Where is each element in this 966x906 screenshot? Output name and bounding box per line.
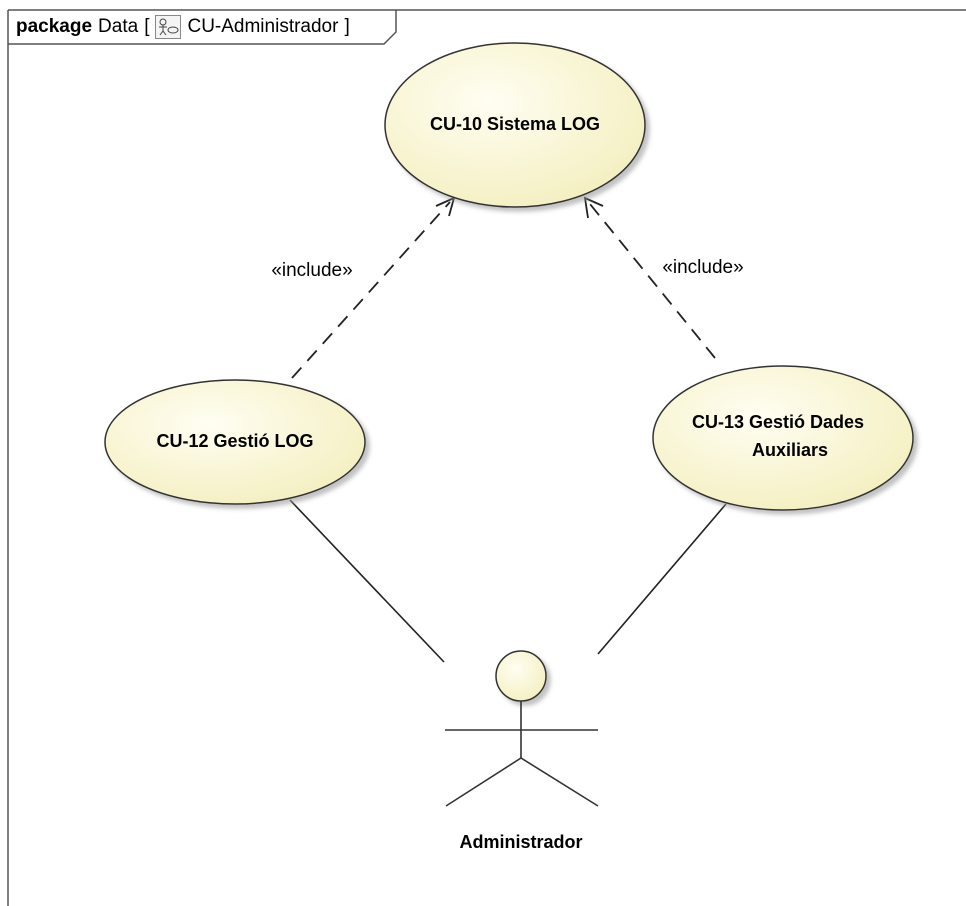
frame-open-bracket: [: [144, 16, 150, 37]
usecase-cu10-label: CU-10 Sistema LOG: [430, 114, 600, 134]
association-cu12-actor[interactable]: [289, 499, 445, 663]
usecase-cu12-label: CU-12 Gestió LOG: [156, 431, 313, 451]
usecase-cu12[interactable]: CU-12 Gestió LOG: [104, 379, 366, 505]
usecase-cu13[interactable]: CU-13 Gestió Dades Auxiliars: [652, 365, 914, 511]
frame-name: Data: [98, 16, 139, 37]
include-label-right: «include»: [662, 257, 743, 278]
frame-keyword: package: [16, 16, 93, 37]
use-case-diagram-icon: [155, 15, 182, 39]
usecase-cu10[interactable]: CU-10 Sistema LOG: [384, 42, 646, 208]
include-label-left: «include»: [271, 260, 352, 281]
actor-left-leg: [445, 757, 522, 807]
frame-close-bracket: ]: [344, 16, 350, 37]
actor-administrador[interactable]: Administrador: [445, 650, 599, 852]
package-frame: [7, 9, 966, 906]
include-relation-left[interactable]: [291, 196, 456, 379]
frame-diagram-name: CU-Administrador: [187, 16, 339, 37]
actor-right-leg: [520, 757, 599, 807]
include-relation-right[interactable]: [583, 196, 716, 359]
usecase-cu13-label-line2: Auxiliars: [752, 440, 828, 460]
usecase-cu13-label-line1: CU-13 Gestió Dades: [692, 412, 864, 432]
actor-name-label: Administrador: [459, 832, 582, 852]
arrowhead-right: [583, 196, 604, 219]
association-cu13-actor[interactable]: [597, 503, 727, 655]
frame-label-tab: [8, 10, 397, 45]
frame-header: package Data [ CU-Administrador ]: [8, 10, 350, 44]
actor-head: [495, 650, 547, 702]
